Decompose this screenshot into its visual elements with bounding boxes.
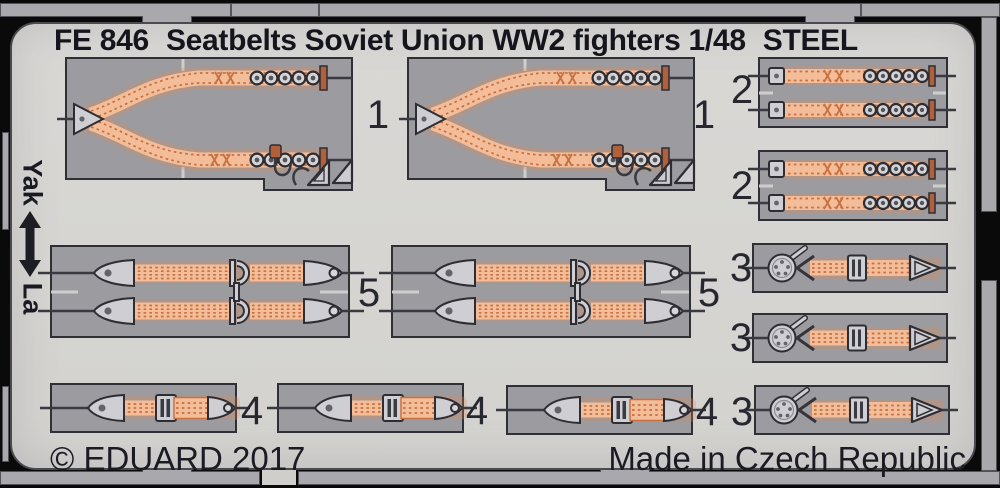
panel-y-harness-1 (57, 58, 352, 190)
fret-frame-right-strip (981, 17, 997, 212)
panel-lap-belts-1 (38, 246, 364, 337)
part-qty-label-3: 2 (730, 68, 754, 112)
part-qty-label-2: 1 (692, 93, 716, 137)
fret-frame-left-strip (2, 386, 9, 462)
frame-cut-mark (230, 4, 232, 16)
copyright-text: © EDUARD 2017 (50, 440, 306, 477)
material-label: STEEL (762, 24, 858, 57)
part-qty-label-10: 4 (465, 389, 489, 433)
panel-y-harness-2 (399, 58, 694, 190)
fret-frame-left-strip (2, 132, 9, 230)
sheet-header: FE 846 Seatbelts Soviet Union WW2 fighte… (54, 24, 858, 58)
panel-adjuster-belt-1 (40, 384, 250, 432)
part-qty-label-5: 5 (357, 271, 381, 315)
part-qty-label-12: 3 (730, 390, 754, 434)
sheet-connector-tab (262, 468, 296, 485)
part-qty-label-6: 5 (697, 271, 721, 315)
side-label-la: La (17, 282, 48, 315)
panel-grommet-belts-2 (748, 151, 956, 220)
product-title: Seatbelts Soviet Union WW2 fighters 1/48 (165, 24, 746, 57)
panel-buckle-belt-3 (744, 386, 958, 434)
side-label-yak: Yak (17, 159, 48, 206)
frame-cut-mark (860, 4, 862, 16)
panel-buckle-belt-1 (742, 244, 956, 292)
panel-lap-belts-2 (379, 246, 705, 337)
frame-connector-tab (805, 16, 855, 25)
panel-buckle-belt-2 (742, 314, 956, 362)
product-code: FE 846 (54, 24, 149, 57)
panel-grommet-belts-1 (748, 58, 956, 127)
frame-cut-mark (318, 4, 320, 16)
panel-adjuster-belt-3 (496, 386, 706, 434)
made-in-text: Made in Czech Republic (608, 440, 966, 477)
frame-connector-tab (142, 16, 192, 25)
part-qty-label-4: 2 (730, 164, 754, 208)
fret-frame-bottom-band (0, 471, 260, 485)
yak-la-double-arrow-icon (19, 211, 41, 277)
part-qty-label-11: 4 (695, 390, 719, 434)
part-qty-label-9: 4 (240, 389, 264, 433)
panel-adjuster-belt-2 (267, 384, 477, 432)
part-qty-label-8: 3 (729, 316, 753, 360)
fret-frame-right-strip (981, 280, 997, 471)
part-qty-label-1: 1 (366, 93, 390, 137)
part-qty-label-7: 3 (729, 246, 753, 290)
